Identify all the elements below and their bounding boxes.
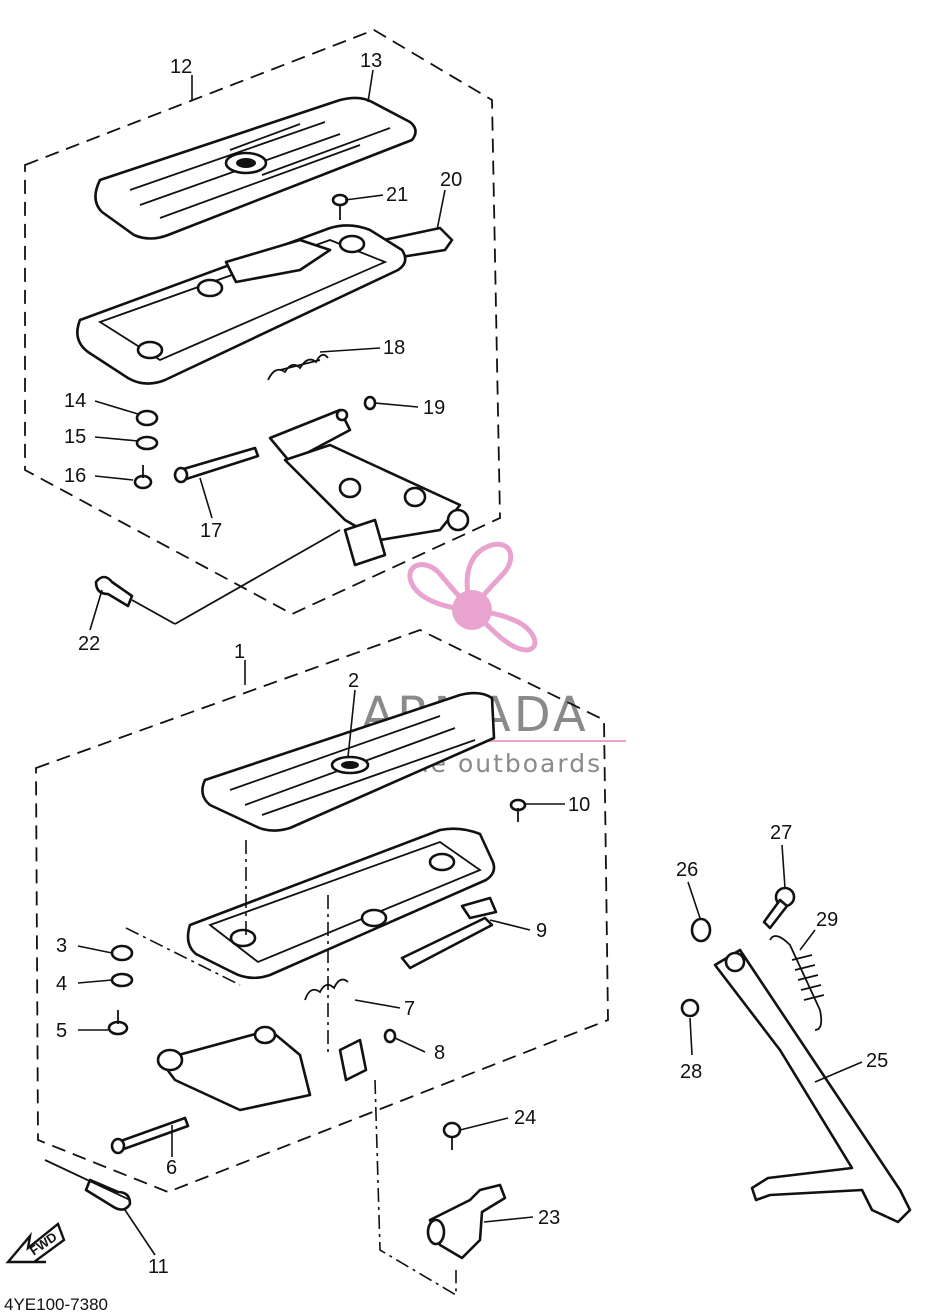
part-labels: 12 13 20 21 18 19 14 15 16 17 22 1 2 10 … bbox=[56, 50, 888, 1278]
footboard-mat-13 bbox=[94, 96, 417, 240]
hinge-bracket-upper bbox=[268, 408, 470, 567]
bolt-11 bbox=[44, 1159, 132, 1211]
label-29: 29 bbox=[816, 909, 838, 931]
label-18: 18 bbox=[383, 337, 405, 359]
label-25: 25 bbox=[866, 1050, 888, 1072]
label-23: 23 bbox=[538, 1207, 560, 1229]
label-19: 19 bbox=[423, 397, 445, 419]
clip-19 bbox=[363, 395, 377, 411]
label-10: 10 bbox=[568, 794, 590, 816]
bolt-16 bbox=[133, 465, 153, 490]
label-9: 9 bbox=[536, 920, 547, 942]
bolt-22 bbox=[94, 529, 341, 625]
bolt-27 bbox=[762, 886, 796, 930]
hinge-bracket-lower bbox=[156, 1025, 368, 1112]
label-26: 26 bbox=[676, 859, 698, 881]
pedal-23 bbox=[426, 1183, 507, 1260]
screw-10 bbox=[509, 798, 527, 822]
sidestand-25 bbox=[713, 948, 912, 1224]
screw-21 bbox=[331, 193, 349, 220]
propeller-icon bbox=[407, 541, 538, 653]
bolt-5 bbox=[107, 1010, 129, 1036]
label-24: 24 bbox=[514, 1107, 536, 1129]
label-15: 15 bbox=[64, 426, 86, 448]
label-22: 22 bbox=[78, 633, 100, 655]
collar-14 bbox=[135, 409, 159, 427]
collar-26 bbox=[690, 917, 712, 943]
label-12: 12 bbox=[170, 56, 192, 78]
spring-29 bbox=[769, 935, 825, 1031]
spring-7 bbox=[304, 978, 349, 1001]
leader-lines bbox=[77, 69, 863, 1256]
clip-8 bbox=[383, 1028, 397, 1044]
footboard-frame-lower bbox=[186, 827, 496, 980]
label-4: 4 bbox=[56, 973, 67, 995]
label-7: 7 bbox=[404, 998, 415, 1020]
bolt-24 bbox=[442, 1121, 462, 1150]
label-16: 16 bbox=[64, 465, 86, 487]
label-6: 6 bbox=[166, 1157, 177, 1179]
nut-28 bbox=[680, 998, 700, 1018]
rod-17 bbox=[173, 446, 260, 484]
spring-18 bbox=[267, 353, 329, 381]
footboard-frame-upper bbox=[76, 224, 407, 385]
label-1: 1 bbox=[234, 641, 245, 663]
label-5: 5 bbox=[56, 1020, 67, 1042]
diagram-code: 4YE100-7380 bbox=[4, 1295, 108, 1314]
lower-assembly bbox=[35, 629, 609, 1193]
label-27: 27 bbox=[770, 822, 792, 844]
label-3: 3 bbox=[56, 935, 67, 957]
label-21: 21 bbox=[386, 184, 408, 206]
washer-15 bbox=[135, 435, 159, 451]
upper-assembly bbox=[24, 29, 501, 616]
footboard-mat-2 bbox=[201, 691, 496, 832]
collar-3 bbox=[110, 944, 134, 962]
label-11: 11 bbox=[148, 1256, 169, 1278]
label-2: 2 bbox=[348, 670, 359, 692]
label-20: 20 bbox=[440, 169, 462, 191]
rod-6 bbox=[110, 1116, 190, 1155]
plate-9 bbox=[400, 916, 494, 970]
label-13: 13 bbox=[360, 50, 382, 72]
label-8: 8 bbox=[434, 1042, 445, 1064]
label-28: 28 bbox=[680, 1061, 702, 1083]
label-14: 14 bbox=[64, 390, 86, 412]
label-17: 17 bbox=[200, 520, 222, 542]
fwd-arrow-icon: FWD bbox=[5, 1222, 66, 1264]
washer-4 bbox=[110, 972, 134, 988]
